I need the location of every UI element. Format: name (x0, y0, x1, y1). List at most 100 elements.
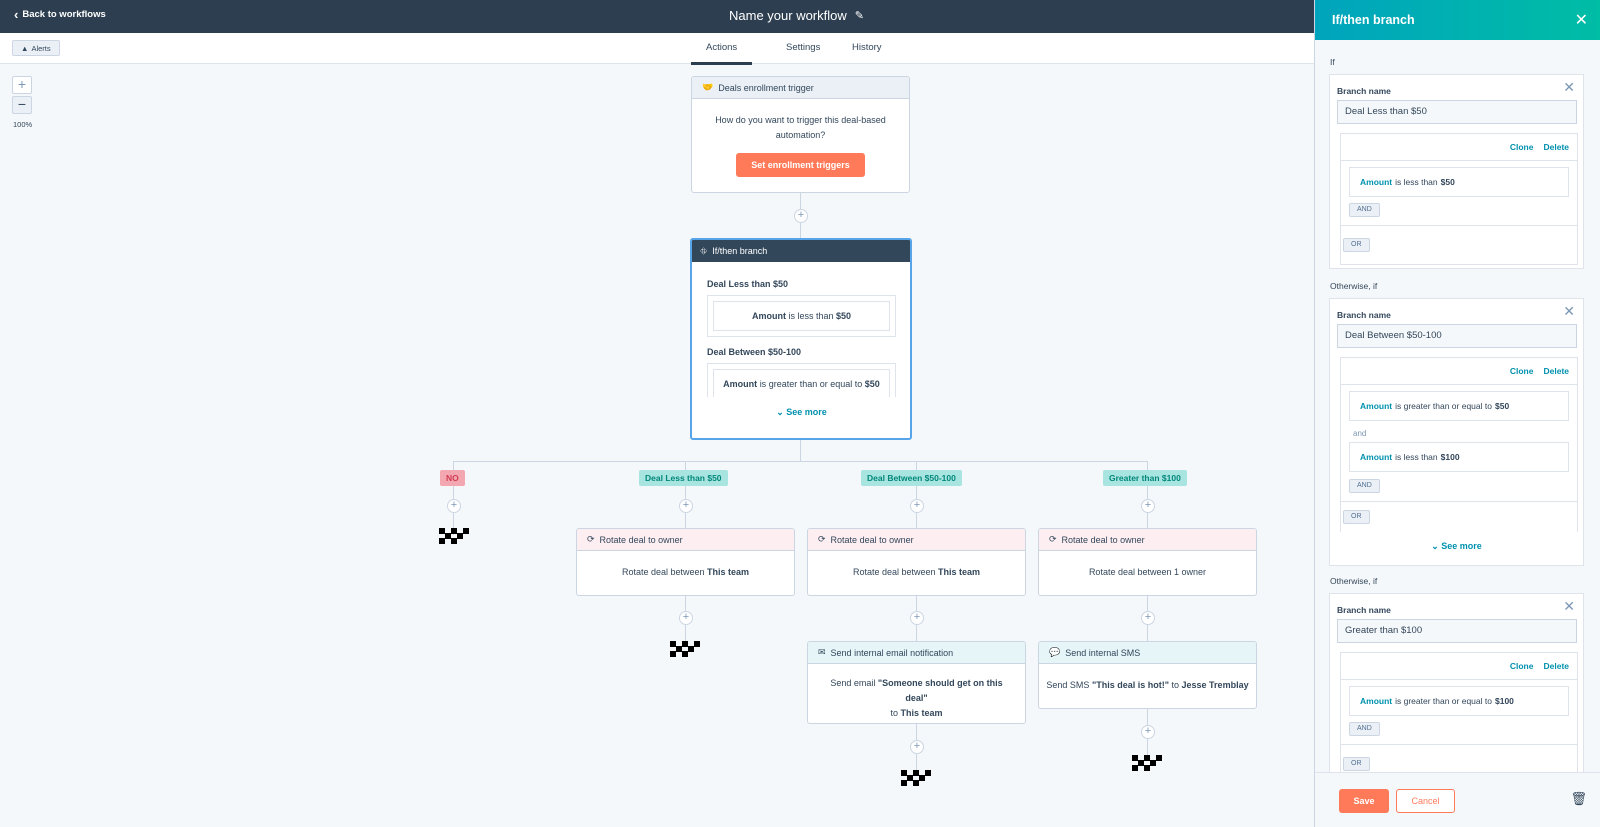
pencil-icon[interactable]: ✎ (854, 10, 864, 22)
back-to-workflows-link[interactable]: ‹ Back to workflows (14, 8, 106, 21)
enrollment-trigger-card[interactable]: 🤝 Deals enrollment trigger How do you wa… (691, 76, 910, 193)
delete-button[interactable]: Delete (1543, 661, 1569, 671)
sms-message: "This deal is hot!" (1091, 680, 1169, 690)
clone-button[interactable]: Clone (1509, 142, 1534, 152)
or-button[interactable]: OR (1343, 510, 1370, 524)
rotate-card-title: Rotate deal to owner (830, 534, 914, 545)
condition-group: Amount is less than $50 (707, 295, 896, 337)
and-connector-text: and (1353, 429, 1367, 438)
user-rotate-icon: ⟳ (818, 534, 826, 544)
rotate-card-title: Rotate deal to owner (1061, 534, 1145, 545)
warning-icon: ▲ (21, 43, 29, 53)
zoom-out-button[interactable]: − (12, 96, 32, 114)
rotate-card-header: ⟳ Rotate deal to owner (808, 529, 1025, 551)
rotate-text: Rotate deal between (621, 567, 705, 577)
filter-group-container: Clone Delete Amount is less than $50 AND… (1340, 133, 1578, 265)
add-action-plus-button[interactable]: + (1141, 725, 1155, 739)
tab-history[interactable]: History (852, 42, 882, 53)
filter-property: Amount (1360, 696, 1393, 706)
tab-actions[interactable]: Actions (690, 42, 753, 65)
tab-settings[interactable]: Settings (786, 42, 821, 53)
alerts-button[interactable]: ▲ Alerts (12, 40, 60, 56)
close-icon[interactable]: ✕ (1574, 12, 1588, 29)
cancel-button[interactable]: Cancel (1396, 789, 1455, 813)
end-flag-icon (1132, 755, 1162, 771)
sms-card-title: Send internal SMS (1065, 647, 1141, 658)
chevron-down-icon: ⌄ (1431, 541, 1439, 551)
rotate-deal-card[interactable]: ⟳ Rotate deal to owner Rotate deal betwe… (576, 528, 795, 596)
and-button[interactable]: AND (1349, 722, 1380, 736)
zoom-in-button[interactable]: + (12, 76, 32, 94)
filter-group: Amount is greater than or equal to $50 a… (1341, 384, 1577, 502)
add-action-plus-button[interactable]: + (1141, 611, 1155, 625)
workflow-name[interactable]: Name your workflow ✎ (729, 8, 864, 23)
rotate-target: This team (707, 567, 750, 577)
panel-header: If/then branch ✕ (1315, 0, 1600, 40)
filter-row[interactable]: Amount is less than $50 (1349, 167, 1569, 197)
group-actions: Clone Delete (1510, 142, 1569, 152)
rotate-text: Rotate deal between (852, 567, 936, 577)
save-button[interactable]: Save (1339, 789, 1389, 813)
rotate-card-body: Rotate deal between This team (577, 551, 794, 577)
and-button[interactable]: AND (1349, 479, 1380, 493)
sms-card-body: Send SMS "This deal is hot!" to Jesse Tr… (1039, 664, 1256, 690)
set-enrollment-triggers-button[interactable]: Set enrollment triggers (736, 153, 865, 177)
add-action-plus-button[interactable]: + (794, 209, 808, 223)
workflow-name-label: Name your workflow (729, 8, 847, 23)
email-text: Send email (830, 678, 876, 688)
end-flag-icon (439, 528, 469, 544)
add-action-plus-button[interactable]: + (679, 611, 693, 625)
rotate-deal-card[interactable]: ⟳ Rotate deal to owner Rotate deal betwe… (807, 528, 1026, 596)
branch-name-label: Branch name (1337, 605, 1391, 615)
email-target: This team (900, 708, 943, 718)
remove-branch-close-icon[interactable]: ✕ (1563, 303, 1575, 319)
clone-button[interactable]: Clone (1509, 366, 1534, 376)
chat-icon: 💬 (1049, 647, 1061, 657)
branch-name-input[interactable]: Deal Less than $50 (1337, 100, 1577, 124)
delete-button[interactable]: Delete (1543, 366, 1569, 376)
filter-operator: is less than (1395, 177, 1438, 187)
trash-icon[interactable]: 🗑 (1570, 791, 1587, 806)
connector-line (916, 461, 917, 528)
branch-rule-card: Branch name ✕ Deal Between $50-100 Clone… (1329, 298, 1584, 566)
rotate-deal-card[interactable]: ⟳ Rotate deal to owner Rotate deal betwe… (1038, 528, 1257, 596)
add-action-plus-button[interactable]: + (679, 499, 693, 513)
send-sms-card[interactable]: 💬 Send internal SMS Send SMS "This deal … (1038, 641, 1257, 709)
or-button[interactable]: OR (1343, 757, 1370, 771)
condition-property: Amount (751, 311, 786, 321)
add-action-plus-button[interactable]: + (1141, 499, 1155, 513)
connector-line (453, 461, 1148, 462)
trigger-card-header: 🤝 Deals enrollment trigger (692, 77, 909, 99)
see-more-link[interactable]: ⌄ See more (1330, 541, 1583, 552)
clone-button[interactable]: Clone (1509, 661, 1534, 671)
filter-row[interactable]: Amount is greater than or equal to $50 (1349, 391, 1569, 421)
or-button[interactable]: OR (1343, 238, 1370, 252)
envelope-icon: ✉ (818, 647, 826, 657)
and-button[interactable]: AND (1349, 203, 1380, 217)
email-card-header: ✉ Send internal email notification (808, 642, 1025, 664)
add-action-plus-button[interactable]: + (447, 499, 461, 513)
email-to: to (890, 708, 898, 718)
add-action-plus-button[interactable]: + (910, 499, 924, 513)
delete-button[interactable]: Delete (1543, 142, 1569, 152)
remove-branch-close-icon[interactable]: ✕ (1563, 79, 1575, 95)
if-then-branch-card[interactable]: ⛗ If/then branch Deal Less than $50 Amou… (690, 238, 912, 440)
top-bar: ‹ Back to workflows Name your workflow ✎ (0, 0, 1314, 33)
branch-rule-card: Branch name ✕ Greater than $100 Clone De… (1329, 593, 1584, 772)
rotate-card-title: Rotate deal to owner (599, 534, 683, 545)
branch-name-input[interactable]: Greater than $100 (1337, 619, 1577, 643)
connector-line (453, 461, 454, 535)
branch-name-input[interactable]: Deal Between $50-100 (1337, 324, 1577, 348)
chevron-down-icon: ⌄ (776, 407, 784, 417)
filter-row[interactable]: Amount is greater than or equal to $100 (1349, 686, 1569, 716)
add-action-plus-button[interactable]: + (910, 740, 924, 754)
see-more-link[interactable]: ⌄ See more (707, 407, 896, 418)
connector-line (800, 438, 801, 461)
filter-row[interactable]: Amount is less than $100 (1349, 442, 1569, 472)
trigger-description: How do you want to trigger this deal-bas… (715, 115, 886, 140)
email-card-body: Send email "Someone should get on this d… (808, 664, 1025, 721)
add-action-plus-button[interactable]: + (910, 611, 924, 625)
remove-branch-close-icon[interactable]: ✕ (1563, 598, 1575, 614)
send-email-card[interactable]: ✉ Send internal email notification Send … (807, 641, 1026, 724)
end-flag-icon (901, 770, 931, 786)
